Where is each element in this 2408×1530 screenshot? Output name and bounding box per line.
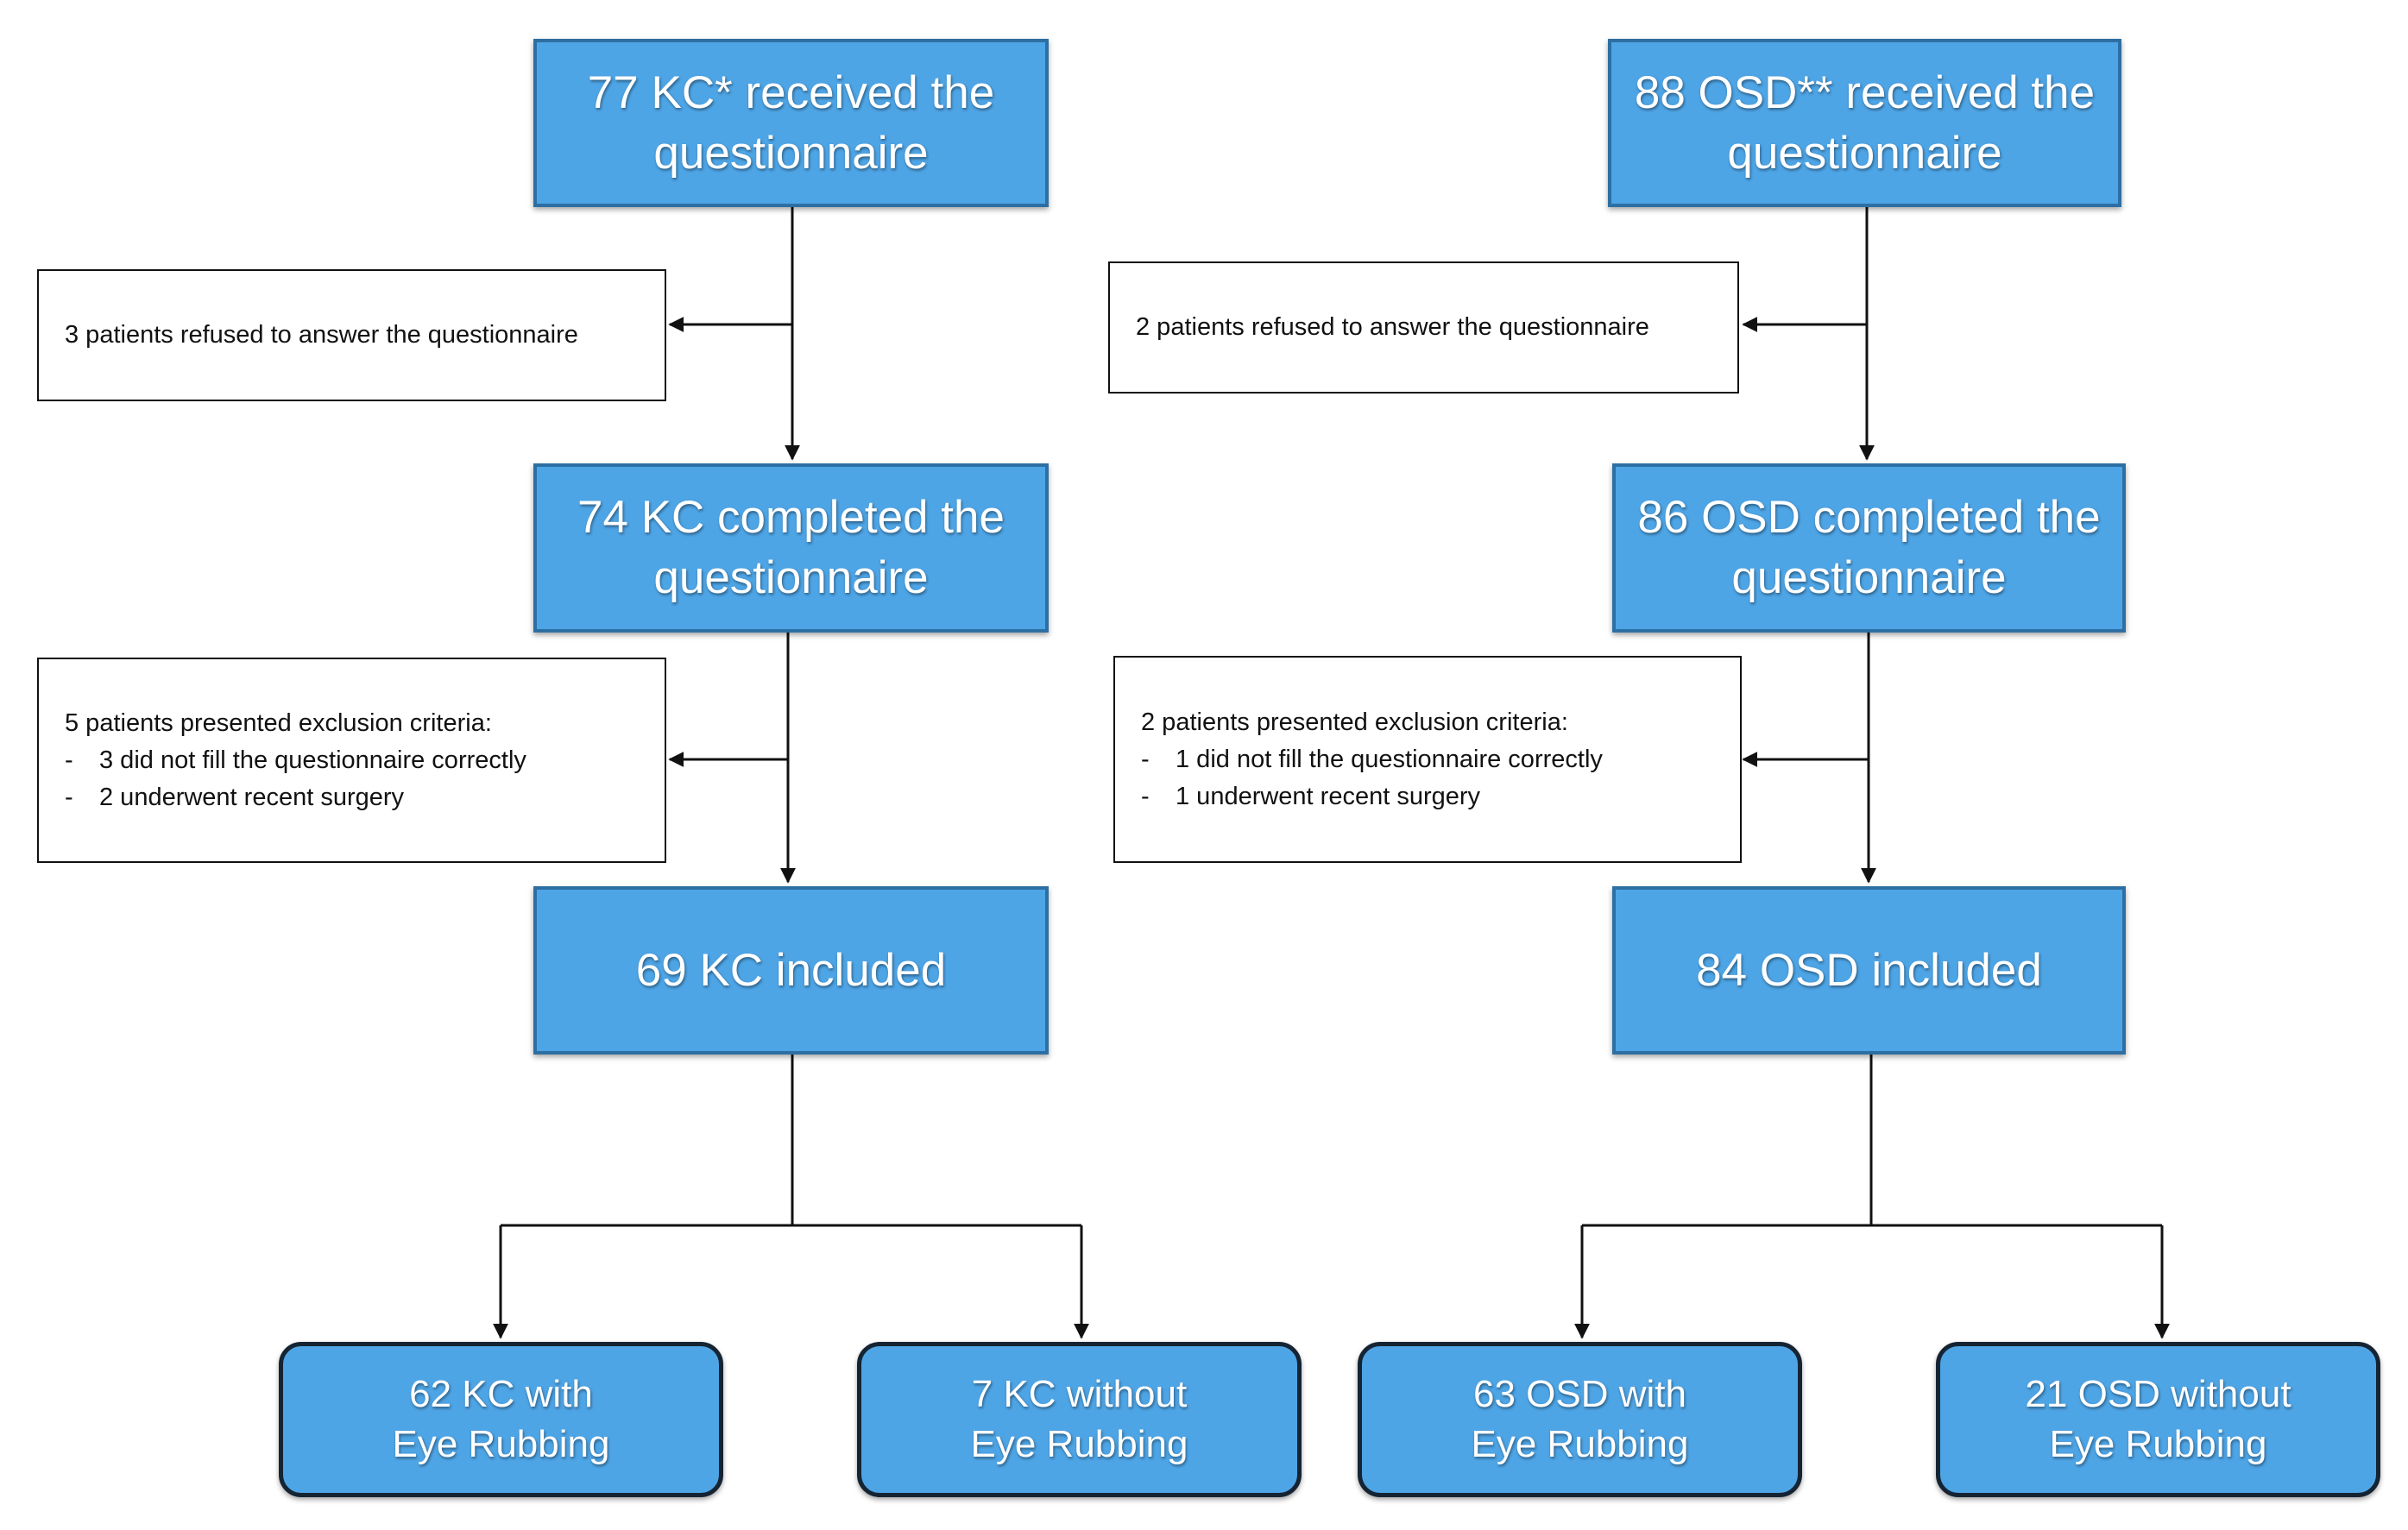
kc-with-rubbing-line-2: Eye Rubbing [392, 1423, 610, 1465]
osd-included-label: 84 OSD included [1696, 944, 2042, 996]
osd-exclusion-item: - 1 did not fill the questionnaire corre… [1141, 741, 1740, 778]
osd-without-rubbing-line-2: Eye Rubbing [2049, 1423, 2267, 1465]
kc-received-box: 77 KC* received the questionnaire [533, 39, 1049, 207]
kc-refused-note-text: 3 patients refused to answer the questio… [65, 321, 578, 349]
kc-completed-line-1: 74 KC completed the [577, 492, 1005, 543]
osd-completed-line-2: questionnaire [1731, 552, 2007, 603]
kc-exclusion-item-text: 2 underwent recent surgery [99, 783, 405, 811]
osd-completed-line-1: 86 OSD completed the [1637, 492, 2101, 543]
kc-included-box: 69 KC included [533, 886, 1049, 1055]
osd-exclusion-item-dash: - [1141, 782, 1150, 810]
kc-exclusion-item-dash: - [65, 746, 73, 774]
kc-completed-box: 74 KC completed the questionnaire [533, 463, 1049, 633]
kc-completed-line-2: questionnaire [653, 552, 929, 603]
osd-with-rubbing-line-2: Eye Rubbing [1471, 1423, 1689, 1465]
kc-exclusion-item-dash: - [65, 783, 73, 811]
kc-with-rubbing-line-1: 62 KC with [409, 1373, 593, 1415]
kc-exclusion-header: 5 patients presented exclusion criteria: [65, 708, 492, 737]
osd-exclusion-item-dash: - [1141, 745, 1150, 773]
osd-exclusion-item-text: 1 underwent recent surgery [1176, 782, 1481, 810]
osd-refused-note: 2 patients refused to answer the questio… [1108, 261, 1739, 394]
kc-without-rubbing-box: 7 KC without Eye Rubbing [857, 1342, 1302, 1497]
osd-with-rubbing-box: 63 OSD with Eye Rubbing [1358, 1342, 1802, 1497]
osd-with-rubbing-line-1: 63 OSD with [1473, 1373, 1686, 1415]
osd-refused-note-text: 2 patients refused to answer the questio… [1136, 313, 1649, 341]
kc-without-rubbing-line-2: Eye Rubbing [970, 1423, 1188, 1465]
kc-exclusion-item-text: 3 did not fill the questionnaire correct… [99, 746, 526, 774]
osd-received-box: 88 OSD** received the questionnaire [1608, 39, 2121, 207]
osd-exclusion-item-text: 1 did not fill the questionnaire correct… [1176, 745, 1603, 773]
kc-refused-note: 3 patients refused to answer the questio… [37, 269, 666, 401]
osd-without-rubbing-line-1: 21 OSD without [2025, 1373, 2291, 1415]
osd-exclusion-note: 2 patients presented exclusion criteria:… [1113, 656, 1742, 863]
osd-received-line-1: 88 OSD** received the [1634, 66, 2096, 118]
osd-without-rubbing-box: 21 OSD without Eye Rubbing [1936, 1342, 2380, 1497]
osd-received-line-2: questionnaire [1727, 127, 2002, 179]
kc-without-rubbing-line-1: 7 KC without [971, 1373, 1188, 1415]
kc-exclusion-note: 5 patients presented exclusion criteria:… [37, 658, 666, 863]
kc-included-label: 69 KC included [635, 944, 947, 996]
kc-received-line-1: 77 KC* received the [587, 66, 995, 118]
osd-exclusion-header: 2 patients presented exclusion criteria: [1141, 708, 1568, 736]
kc-with-rubbing-box: 62 KC with Eye Rubbing [279, 1342, 723, 1497]
kc-received-line-2: questionnaire [653, 127, 929, 179]
kc-exclusion-item: - 3 did not fill the questionnaire corre… [65, 742, 665, 779]
kc-exclusion-item: - 2 underwent recent surgery [65, 779, 665, 816]
osd-exclusion-item: - 1 underwent recent surgery [1141, 778, 1740, 815]
osd-included-box: 84 OSD included [1612, 886, 2126, 1055]
osd-completed-box: 86 OSD completed the questionnaire [1612, 463, 2126, 633]
